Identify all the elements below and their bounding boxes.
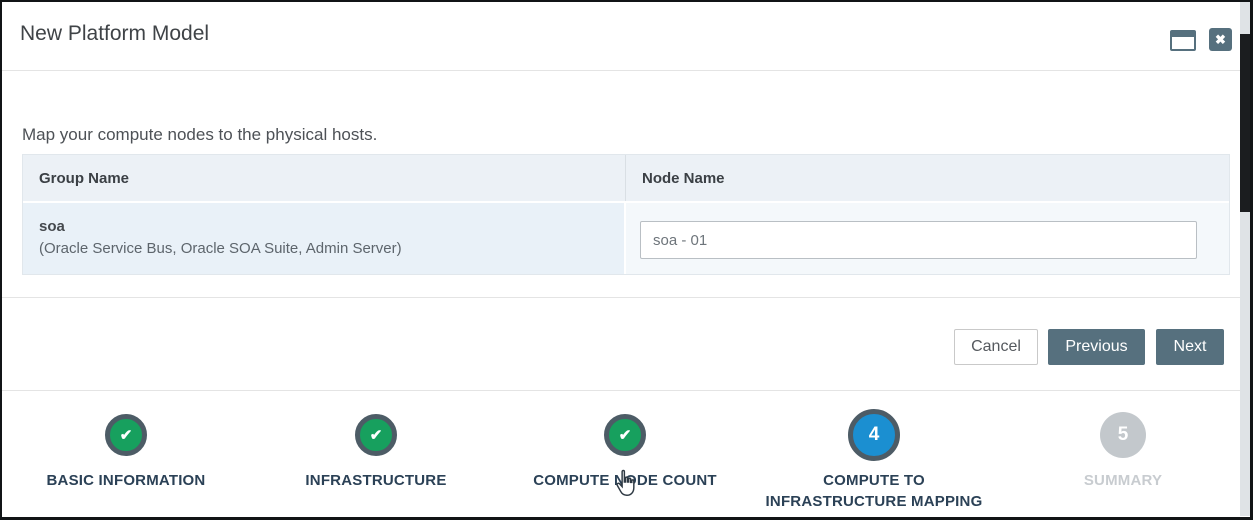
step-2-check-icon[interactable]: ✔ bbox=[355, 414, 397, 456]
instruction-text: Map your compute nodes to the physical h… bbox=[22, 125, 378, 144]
mapping-table: Group Name Node Name soa (Oracle Service… bbox=[22, 154, 1230, 275]
node-name-input[interactable] bbox=[640, 221, 1197, 259]
step-1-label[interactable]: BASIC INFORMATION bbox=[46, 472, 206, 489]
cursor-pointer-icon bbox=[612, 468, 639, 500]
close-icon[interactable]: ✖ bbox=[1209, 28, 1232, 51]
title-divider bbox=[2, 70, 1242, 71]
next-button[interactable]: Next bbox=[1156, 329, 1224, 365]
scrollbar[interactable] bbox=[1240, 2, 1250, 516]
dialog-title: New Platform Model bbox=[20, 22, 210, 45]
group-name: soa bbox=[39, 218, 65, 235]
table-row: soa (Oracle Service Bus, Oracle SOA Suit… bbox=[23, 201, 1229, 274]
step-4-number-badge[interactable]: 4 bbox=[848, 409, 900, 461]
content-footer-divider bbox=[2, 297, 1242, 298]
step-5-label[interactable]: SUMMARY bbox=[1083, 472, 1163, 489]
previous-button[interactable]: Previous bbox=[1048, 329, 1145, 365]
node-name-cell bbox=[626, 203, 1229, 274]
group-detail: (Oracle Service Bus, Oracle SOA Suite, A… bbox=[39, 240, 402, 257]
cancel-button[interactable]: Cancel bbox=[954, 329, 1038, 365]
step-4-label[interactable]: COMPUTE TO INFRASTRUCTURE MAPPING bbox=[765, 472, 983, 510]
footer-stepper-divider bbox=[2, 390, 1242, 391]
step-1-check-icon[interactable]: ✔ bbox=[105, 414, 147, 456]
step-2-label[interactable]: INFRASTRUCTURE bbox=[305, 472, 447, 489]
column-header-node-name: Node Name bbox=[642, 169, 725, 187]
wizard-stepper: ✔ BASIC INFORMATION ✔ INFRASTRUCTURE ✔ C… bbox=[2, 392, 1242, 517]
column-header-group-name: Group Name bbox=[23, 155, 626, 201]
scrollbar-thumb[interactable] bbox=[1240, 34, 1250, 212]
step-3-check-icon[interactable]: ✔ bbox=[604, 414, 646, 456]
table-header-row: Group Name Node Name bbox=[23, 155, 1229, 201]
maximize-icon[interactable] bbox=[1170, 30, 1196, 51]
group-name-cell: soa (Oracle Service Bus, Oracle SOA Suit… bbox=[23, 203, 626, 274]
step-5-number-badge[interactable]: 5 bbox=[1100, 412, 1146, 458]
